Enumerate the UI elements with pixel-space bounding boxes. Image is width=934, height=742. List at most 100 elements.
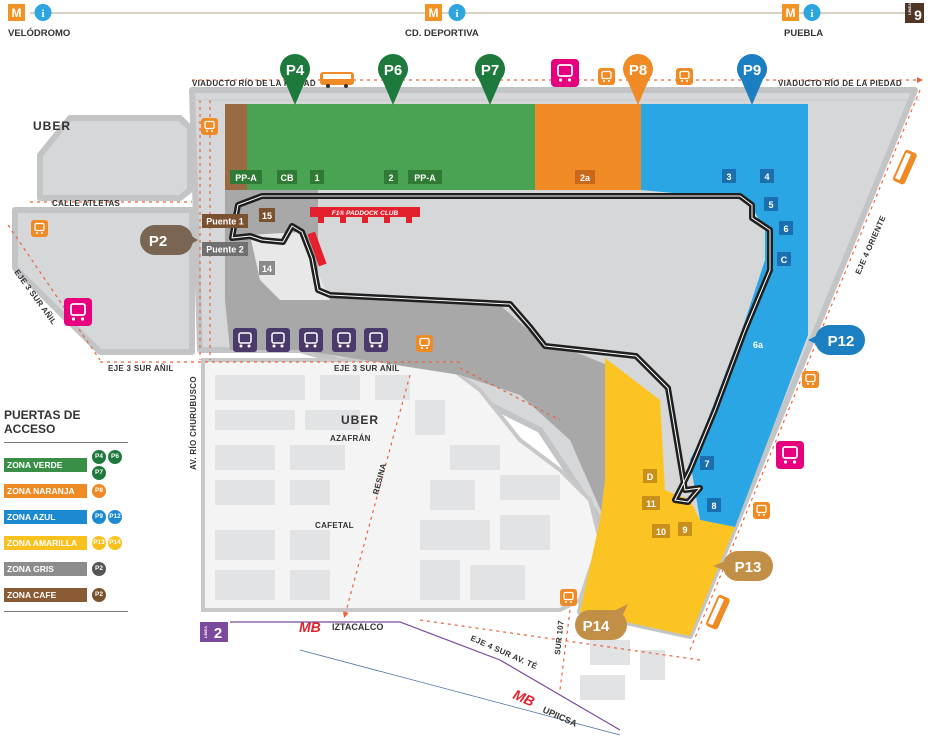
gate-p13[interactable]: P13 <box>713 551 773 581</box>
legend-gate-badge: P8 <box>92 484 106 498</box>
bus-vehicle-icon <box>705 594 730 630</box>
svg-text:5: 5 <box>768 200 773 210</box>
metro-station-cd-deportiva[interactable]: M i CD. DEPORTIVA <box>405 4 479 39</box>
uber-lot-north <box>37 115 193 201</box>
bus-stop-icon <box>31 220 48 237</box>
bus-stop-icon <box>416 335 433 352</box>
gate-p9[interactable]: P9 <box>737 54 767 105</box>
legend-zone-label: ZONA AZUL <box>4 510 87 524</box>
svg-text:6a: 6a <box>753 340 764 350</box>
gate-p8[interactable]: P8 <box>623 54 653 105</box>
metro-line-2 <box>230 621 621 731</box>
info-icon[interactable] <box>448 4 466 21</box>
svg-text:UPIICSA: UPIICSA <box>541 705 579 729</box>
line-2-badge: LÍNEA 2 <box>200 622 228 642</box>
svg-text:11: 11 <box>646 499 656 509</box>
metrobus-logo-icon: MB <box>299 619 321 635</box>
gate-p4[interactable]: P4 <box>280 54 310 105</box>
bus-stop-icon <box>802 371 819 388</box>
legend-gate-badge: P2 <box>92 562 106 576</box>
legend-gate-badge: P9 <box>92 510 106 524</box>
svg-text:C: C <box>781 255 788 265</box>
svg-text:P4: P4 <box>286 62 305 79</box>
legend-gate-badge: P2 <box>92 588 106 602</box>
legend-zone-label: ZONA GRIS <box>4 562 87 576</box>
svg-text:M: M <box>12 6 22 20</box>
gate-p14[interactable]: P14 <box>575 604 628 640</box>
bus-vehicle-icon <box>892 149 917 185</box>
svg-text:i: i <box>41 8 44 20</box>
info-icon[interactable] <box>803 4 821 21</box>
svg-text:Puente 1: Puente 1 <box>206 217 244 227</box>
zona-gris <box>225 190 605 520</box>
svg-text:8: 8 <box>711 501 716 511</box>
bus-stop-icon <box>201 118 218 135</box>
track-centerline <box>231 195 771 503</box>
legend-zone-label: ZONA VERDE <box>4 458 87 472</box>
legend-gate-badge: P4 <box>92 450 106 464</box>
puente-1: Puente 1 <box>202 214 248 228</box>
info-icon[interactable] <box>34 4 52 21</box>
legend-zone-label: ZONA NARANJA <box>4 484 87 498</box>
metro-icon <box>782 4 799 21</box>
svg-text:P14: P14 <box>583 618 610 635</box>
svg-text:IZTACALCO: IZTACALCO <box>332 622 383 632</box>
bus-terminal-icon <box>776 441 804 469</box>
gate-p7[interactable]: P7 <box>475 54 505 105</box>
svg-text:VIADUCTO RÍO DE LA PIEDAD: VIADUCTO RÍO DE LA PIEDAD <box>778 79 902 88</box>
svg-text:CAFETAL: CAFETAL <box>315 521 354 530</box>
bus-stop-icon <box>676 68 693 85</box>
svg-text:2a: 2a <box>580 173 591 183</box>
metrobus-station-upiicsa[interactable]: MB UPIICSA <box>511 686 579 729</box>
legend-divider <box>4 442 128 443</box>
svg-text:P9: P9 <box>743 62 761 79</box>
gate-p6[interactable]: P6 <box>378 54 408 105</box>
uber-label: UBER <box>341 413 379 427</box>
metro-station-puebla[interactable]: M i PUEBLA <box>782 4 823 39</box>
metro-station-velodromo[interactable]: M i VELÓDROMO <box>8 4 70 39</box>
svg-text:P2: P2 <box>149 233 167 250</box>
uber-label: UBER <box>33 119 71 133</box>
svg-text:i: i <box>810 8 813 20</box>
svg-text:7: 7 <box>704 459 709 469</box>
legend-gate-badge: P7 <box>92 466 106 480</box>
legend-row: ZONA CAFE P2 <box>4 585 128 605</box>
metro-icon <box>425 4 442 21</box>
svg-text:9: 9 <box>682 525 687 535</box>
legend-gates: P8 <box>92 484 126 498</box>
legend-zone-label: ZONA CAFE <box>4 588 87 602</box>
gate-p2[interactable]: P2 <box>140 225 198 255</box>
gate-p12[interactable]: P12 <box>808 325 865 355</box>
svg-text:AZAFRÁN: AZAFRÁN <box>330 434 371 443</box>
legend-gates: P2 <box>92 588 126 602</box>
svg-text:SUR 107: SUR 107 <box>553 620 566 656</box>
svg-text:P7: P7 <box>481 62 499 79</box>
legend-row: ZONA GRIS P2 <box>4 559 128 579</box>
bus-stops <box>31 68 819 606</box>
svg-text:1: 1 <box>314 173 319 183</box>
metrobus-station-iztacalco[interactable]: MB IZTACALCO <box>299 619 383 635</box>
paddock-club: F1® PADDOCK CLUB <box>310 207 420 223</box>
metro-icon <box>8 4 25 21</box>
zona-cafe <box>225 104 247 190</box>
svg-text:AV. RÍO CHURUBUSCO: AV. RÍO CHURUBUSCO <box>189 376 198 470</box>
svg-text:CALLE ATLETAS: CALLE ATLETAS <box>52 199 121 208</box>
infield <box>318 200 760 490</box>
bus-stop-icon <box>598 68 615 85</box>
legend-row: ZONA NARANJA P8 <box>4 481 128 501</box>
svg-text:6: 6 <box>783 224 788 234</box>
svg-text:10: 10 <box>656 527 666 537</box>
svg-text:EJE 3 SUR AÑIL: EJE 3 SUR AÑIL <box>334 364 400 373</box>
bus-stop-icon <box>560 589 577 606</box>
svg-text:P8: P8 <box>629 62 647 79</box>
svg-text:P12: P12 <box>828 333 855 350</box>
svg-text:i: i <box>455 8 458 20</box>
svg-text:CD. DEPORTIVA: CD. DEPORTIVA <box>405 28 479 39</box>
